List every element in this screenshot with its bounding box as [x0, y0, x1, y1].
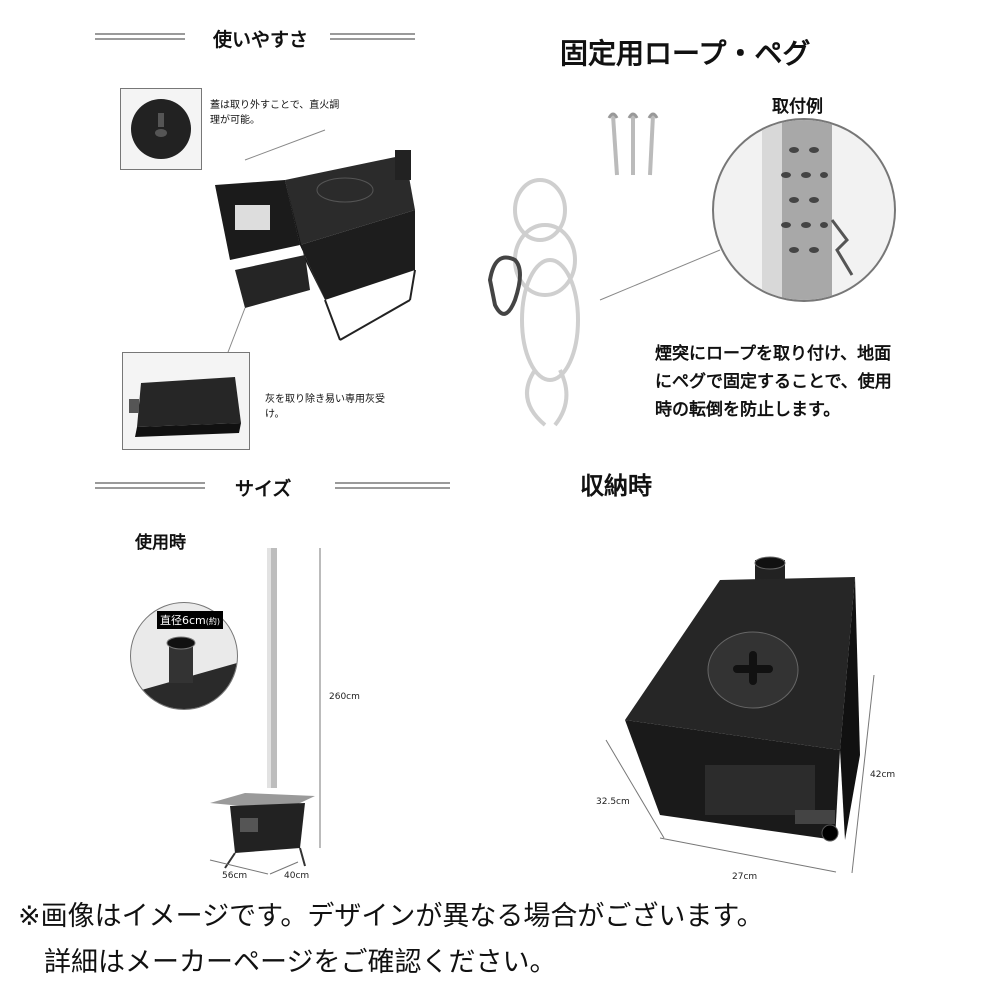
- diameter-value: 直径6cm: [160, 614, 206, 627]
- stove-open-illustration: [215, 129, 416, 361]
- stove-in-use-illustration: [210, 548, 315, 869]
- lid-inset-image: [120, 88, 202, 170]
- usability-rule-right: [330, 33, 415, 40]
- lid-note: 蓋は取り外すことで、直火調理が可能。: [210, 100, 340, 126]
- height-dimension-line: [319, 548, 321, 848]
- storage-depth-label: 32.5cm: [596, 797, 630, 807]
- usability-rule-left: [95, 33, 185, 40]
- size-title: サイズ: [235, 478, 292, 500]
- footer-disclaimer-line-2: 詳細はメーカーページをご確認ください。: [44, 947, 557, 978]
- chimney-zoom-image: [712, 118, 896, 302]
- storage-width-label: 27cm: [732, 872, 758, 882]
- rope-description-line-2: にペグで固定することで、使用: [655, 372, 892, 392]
- in-use-label: 使用時: [135, 533, 186, 553]
- diameter-label: 直径6cm(約): [157, 611, 224, 629]
- storage-height-label: 42cm: [870, 770, 896, 780]
- storage-depth-dimension-line: [605, 739, 665, 839]
- size-rule-right: [335, 482, 450, 489]
- ash-tray-note: 灰を取り除き易い専用灰受け。: [265, 394, 385, 420]
- chimney-diameter-inset: [130, 602, 238, 710]
- storage-height-dimension-line: [851, 674, 875, 874]
- footer-disclaimer-line-1: ※画像はイメージです。デザインが異なる場合がございます。: [18, 901, 764, 932]
- usability-title: 使いやすさ: [213, 29, 309, 51]
- rope-description-line-3: 時の転倒を防止します。: [655, 400, 841, 420]
- depth-dimension-label: 40cm: [284, 871, 310, 881]
- storage-title: 収納時: [580, 472, 652, 500]
- width-dimension-line: [209, 859, 299, 875]
- stove-storage-illustration: [625, 556, 860, 842]
- size-rule-left: [95, 482, 205, 489]
- mount-example-label: 取付例: [772, 97, 823, 117]
- rope-illustration: [487, 178, 721, 427]
- pegs-illustration: [607, 112, 659, 176]
- width-dimension-label: 56cm: [222, 871, 248, 881]
- height-dimension-label: 260cm: [329, 692, 360, 702]
- storage-width-dimension-line: [659, 837, 837, 873]
- rope-description: 煙突にロープを取り付け、地面 にペグで固定することで、使用 時の転倒を防止します…: [655, 340, 892, 424]
- rope-peg-title: 固定用ロープ・ペグ: [560, 37, 811, 70]
- ash-tray-inset-image: [122, 352, 250, 450]
- diameter-suffix: (約): [205, 617, 221, 626]
- rope-description-line-1: 煙突にロープを取り付け、地面: [655, 344, 892, 364]
